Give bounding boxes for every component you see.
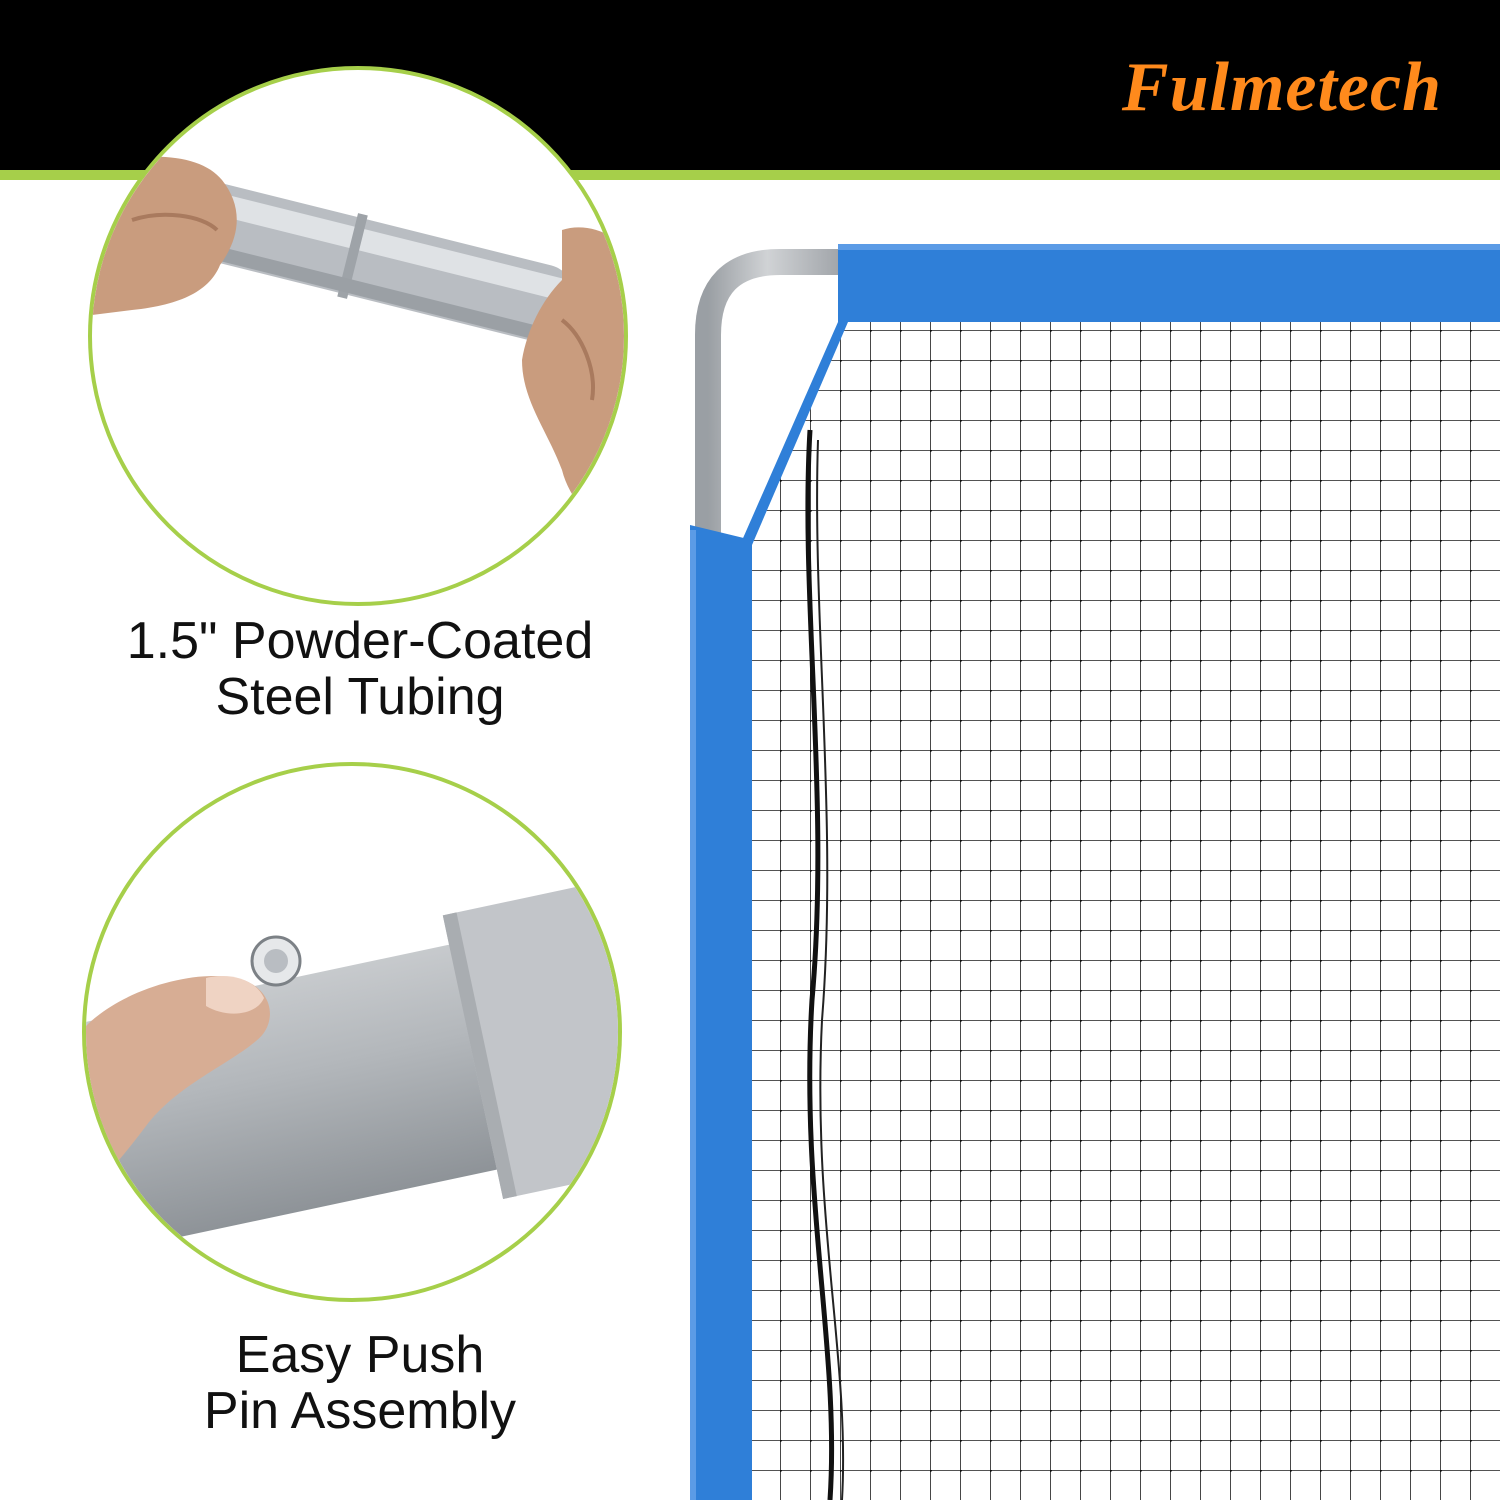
caption-line-1: Easy Push xyxy=(235,1326,485,1384)
accent-divider xyxy=(0,170,1500,180)
caption-line-2: Steel Tubing xyxy=(215,668,505,726)
feature-caption-steel-tubing: 1.5" Powder-Coated Steel Tubing xyxy=(60,613,660,725)
feature-caption-push-pin: Easy Push Pin Assembly xyxy=(60,1327,660,1439)
feature-image-push-pin xyxy=(82,762,622,1302)
feature-image-steel-tubing xyxy=(88,66,628,606)
caption-line-1: 1.5" Powder-Coated xyxy=(126,612,594,670)
caption-line-2: Pin Assembly xyxy=(203,1382,517,1440)
brand-logo: Fulmetech xyxy=(1121,49,1442,126)
